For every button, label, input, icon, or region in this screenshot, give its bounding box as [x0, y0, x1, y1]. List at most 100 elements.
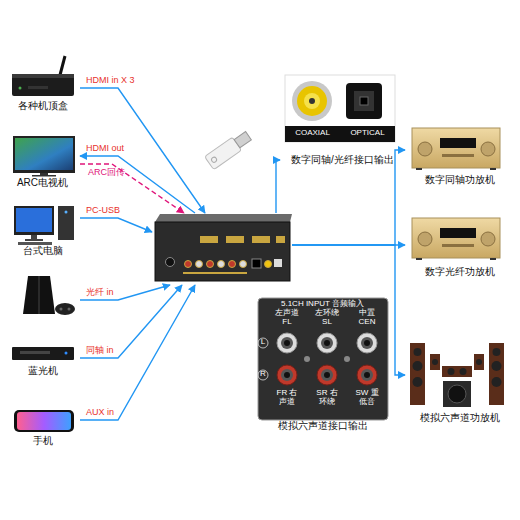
amplifier-illustration — [416, 258, 422, 260]
analog-panel-photo — [357, 365, 377, 385]
amplifier-illustration — [440, 228, 476, 238]
speaker-set-illustration — [413, 361, 423, 371]
usb-stick-illustration — [205, 129, 253, 170]
tv-illustration — [40, 173, 48, 175]
blu-ray-illustration — [12, 347, 74, 360]
amplifier-illustration — [440, 138, 476, 148]
signal-label: AUX in — [86, 408, 114, 418]
tv-illustration — [32, 175, 56, 177]
caption-text: OPTICAL — [340, 128, 395, 137]
amplifier-illustration — [481, 142, 495, 156]
analog-panel-photo — [317, 333, 337, 353]
amplifier-illustration — [412, 128, 500, 170]
analog-panel-photo — [304, 356, 310, 362]
mobile-phone: 手机 — [5, 405, 80, 448]
converter-illustration — [155, 214, 292, 222]
converter-illustration — [252, 236, 270, 243]
converter-illustration — [274, 259, 282, 267]
signal-arrow — [80, 156, 195, 213]
analog-panel-photo — [277, 333, 297, 353]
signal-arrow — [292, 244, 405, 245]
set-top-box-illustration — [28, 86, 48, 89]
analog-panel-photo — [258, 298, 388, 420]
speaker-set-illustration — [448, 368, 455, 375]
amplifier-illustration — [490, 258, 496, 260]
caption-text: 台式电脑 — [5, 245, 80, 257]
speaker-set-illustration — [430, 354, 440, 370]
desktop-pc: 台式电脑 — [5, 203, 80, 258]
speaker-set-illustration — [492, 377, 502, 387]
caption-text: 模拟六声道功放机 — [405, 412, 515, 424]
amplifier-illustration — [412, 128, 500, 168]
blu-ray-illustration — [65, 352, 68, 355]
game-console-illustration — [39, 276, 40, 314]
coaxial-optical-photo — [292, 81, 332, 121]
caption-text: 数字同轴/光纤接口输出 — [280, 154, 405, 166]
phone-illustration — [14, 410, 74, 432]
speaker-set-illustration — [492, 361, 502, 371]
channel-label: SR 右环绕 — [313, 388, 341, 406]
game-console-illustration — [60, 308, 63, 311]
desktop-pc-illustration — [31, 235, 37, 239]
converter-illustration — [265, 261, 272, 268]
converter-illustration — [229, 261, 236, 268]
speaker-set-illustration — [410, 343, 504, 407]
set-top-box: 各种机顶盒 — [5, 55, 80, 113]
signal-arrow — [80, 218, 152, 232]
analog-panel-photo — [364, 372, 370, 378]
audio-converter — [152, 213, 292, 285]
coaxial-optical-photo — [297, 86, 327, 116]
coaxial-optical-photo — [346, 83, 382, 119]
analog-panel-photo — [324, 340, 330, 346]
coaxial-optical-photo — [304, 93, 320, 109]
channel-label: 中置 CEN — [353, 308, 381, 326]
caption-text: 模拟六声道接口输出 — [255, 420, 390, 432]
analog-panel-photo — [281, 369, 293, 381]
amplifier-illustration — [490, 168, 496, 170]
caption-text: 各种机顶盒 — [5, 100, 80, 112]
coaxial-optical-photo — [354, 91, 374, 111]
usb-stick-illustration — [211, 156, 218, 163]
signal-label: 光纤 in — [86, 288, 114, 298]
amplifier-illustration — [416, 168, 422, 170]
signal-label: PC-USB — [86, 206, 120, 216]
desktop-pc-illustration — [16, 208, 52, 232]
signal-label: HDMI out — [86, 144, 124, 154]
six-channel-amplifier: 模拟六声道功放机 — [405, 332, 515, 426]
coaxial-optical-photo — [285, 126, 395, 142]
desktop-pc-illustration — [18, 242, 52, 245]
tv-illustration — [13, 136, 75, 173]
signal-label: HDMI in X 3 — [86, 76, 135, 86]
speaker-set-illustration — [413, 377, 423, 387]
signal-arrow — [292, 245, 405, 375]
signal-arrow — [80, 285, 182, 358]
caption-text: 数字同轴功放机 — [405, 174, 515, 186]
desktop-pc-illustration — [25, 239, 43, 241]
converter-illustration — [200, 236, 218, 243]
amplifier-illustration — [481, 232, 495, 246]
caption-text: ARC电视机 — [5, 177, 80, 189]
usb-stick-illustration — [234, 132, 251, 148]
signal-arrow — [80, 285, 170, 300]
analog-panel-photo — [317, 365, 337, 385]
blu-ray-illustration — [20, 351, 50, 354]
analog-panel-photo — [321, 337, 333, 349]
blu-ray-illustration — [12, 347, 74, 360]
converter-illustration — [226, 236, 244, 243]
channel-side-marker: R — [258, 370, 268, 379]
coaxial-optical-photo — [285, 75, 395, 142]
channel-side-marker: L — [258, 338, 268, 347]
set-top-box-illustration — [12, 74, 74, 96]
arc-tv: ARC电视机 — [5, 133, 80, 189]
caption-text: 数字光纤功放机 — [405, 266, 515, 278]
tv-illustration — [13, 136, 75, 177]
coaxial-optical-output: COAXIALOPTICAL数字同轴/光纤接口输出 — [280, 72, 405, 167]
amplifier-illustration — [412, 218, 500, 260]
converter-illustration — [196, 261, 203, 268]
analog-panel-photo — [258, 298, 388, 420]
analog-panel-photo — [258, 338, 268, 348]
analog-panel-photo — [284, 340, 290, 346]
coaxial-optical-photo — [309, 98, 315, 104]
